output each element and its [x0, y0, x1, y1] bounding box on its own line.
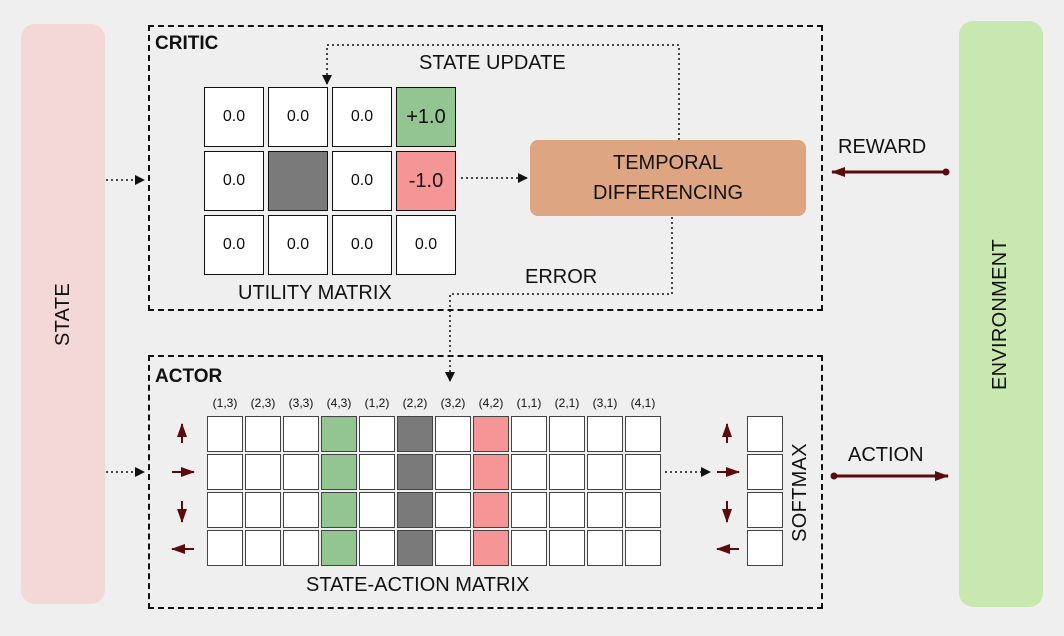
utility-matrix-label: UTILITY MATRIX: [238, 282, 392, 304]
sa-cell: [435, 530, 471, 566]
sa-cell: [245, 492, 281, 528]
sa-cell: [473, 530, 509, 566]
state-action-matrix-label: STATE-ACTION MATRIX: [306, 574, 530, 596]
sa-cell: [359, 416, 395, 452]
column-label: (4,2): [478, 396, 504, 410]
sa-cell: [283, 454, 319, 490]
sa-cell: [207, 416, 243, 452]
environment-bar: ENVIRONMENT: [959, 21, 1043, 607]
sa-cell: [587, 492, 623, 528]
sa-cell: [625, 492, 661, 528]
sa-cell: [511, 416, 547, 452]
column-label: (4,1): [630, 396, 656, 410]
sa-cell: [549, 416, 585, 452]
reward-label: REWARD: [838, 136, 927, 158]
sa-cell: [549, 530, 585, 566]
utility-cell: 0.0: [204, 87, 264, 147]
sa-cell: [473, 416, 509, 452]
utility-cell: 0.0: [204, 215, 264, 275]
sa-cell: [397, 530, 433, 566]
sa-cell: [587, 530, 623, 566]
sa-cell: [359, 530, 395, 566]
sa-cell: [321, 454, 357, 490]
sa-cell: [511, 492, 547, 528]
state-update-arrow: [322, 44, 680, 140]
sa-cell: [397, 416, 433, 452]
sa-cell: [321, 416, 357, 452]
utility-cell: 0.0: [332, 151, 392, 211]
softmax-cell: [747, 492, 783, 528]
sa-cell: [549, 454, 585, 490]
sa-cell: [321, 492, 357, 528]
temporal-differencing-label: TEMPORAL DIFFERENCING: [593, 152, 743, 204]
sa-cell: [245, 454, 281, 490]
sa-cell: [245, 530, 281, 566]
utility-cell: 0.0: [268, 215, 328, 275]
sa-cell: [625, 530, 661, 566]
sa-cell: [245, 416, 281, 452]
utility-cell: 0.0: [332, 215, 392, 275]
action-label: ACTION: [848, 444, 924, 466]
column-label: (1,3): [212, 396, 238, 410]
column-label: (3,1): [592, 396, 618, 410]
sa-cell: [397, 454, 433, 490]
softmax-cell: [747, 530, 783, 566]
sa-cell: [283, 492, 319, 528]
utility-cell-wall: [268, 151, 328, 211]
state-action-matrix: [207, 416, 663, 568]
sa-cell: [587, 454, 623, 490]
utility-cell: 0.0: [204, 151, 264, 211]
sa-cell: [359, 492, 395, 528]
actor-panel: [148, 355, 823, 609]
column-label: (1,2): [364, 396, 390, 410]
sa-cell: [473, 454, 509, 490]
sa-cell: [473, 492, 509, 528]
sa-cell: [511, 454, 547, 490]
actor-title: ACTOR: [155, 366, 223, 387]
utility-cell: 0.0: [268, 87, 328, 147]
error-label: ERROR: [525, 266, 598, 288]
sa-cell: [207, 492, 243, 528]
column-label: (4,3): [326, 396, 352, 410]
column-label: (2,2): [402, 396, 428, 410]
column-label: (3,3): [288, 396, 314, 410]
sa-cell: [283, 530, 319, 566]
softmax-cell: [747, 416, 783, 452]
softmax-cell: [747, 454, 783, 490]
sa-cell: [435, 492, 471, 528]
sa-cell: [207, 454, 243, 490]
state-update-label: STATE UPDATE: [419, 52, 566, 74]
sa-cell: [207, 530, 243, 566]
sa-cell: [359, 454, 395, 490]
sa-cell: [435, 454, 471, 490]
column-label: (2,1): [554, 396, 580, 410]
utility-cell: 0.0: [332, 87, 392, 147]
state-bar: STATE: [21, 24, 105, 604]
column-label: (2,3): [250, 396, 276, 410]
critic-panel: [148, 25, 823, 311]
column-label: (1,1): [516, 396, 542, 410]
sa-cell: [625, 454, 661, 490]
utility-cell-goal: +1.0: [396, 87, 456, 147]
critic-title: CRITIC: [155, 33, 219, 54]
utility-cell-pit: -1.0: [396, 151, 456, 211]
error-arrow: [445, 217, 673, 382]
utility-cell: 0.0: [396, 215, 456, 275]
sa-cell: [587, 416, 623, 452]
column-label: (3,2): [440, 396, 466, 410]
sa-cell: [549, 492, 585, 528]
sa-cell: [397, 492, 433, 528]
sa-cell: [625, 416, 661, 452]
sa-cell: [435, 416, 471, 452]
temporal-differencing-box: TEMPORAL DIFFERENCING: [530, 140, 806, 216]
sa-cell: [321, 530, 357, 566]
sa-cell: [283, 416, 319, 452]
sa-cell: [511, 530, 547, 566]
